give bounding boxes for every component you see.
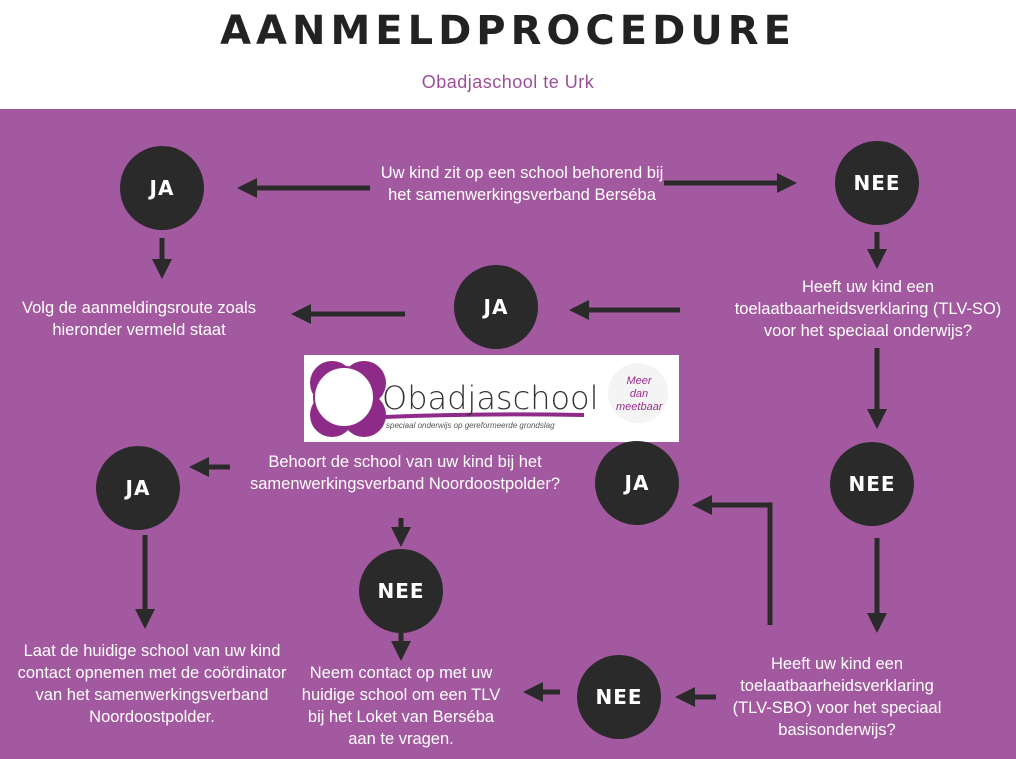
logo-badge: Meer dan meetbaar (616, 375, 663, 413)
result-request-tlv: Neem contact op met uw huidige school om… (301, 664, 501, 748)
question-noordoostpolder: Behoort de school van uw kind bij het sa… (249, 453, 560, 493)
result-follow-route: Volg de aanmeldingsroute zoals hieronder… (22, 299, 256, 339)
yes-node: JA (595, 441, 679, 525)
yes-node: JA (96, 446, 180, 530)
no-node: NEE (359, 549, 443, 633)
question-berseba: Uw kind zit op een school behorend bij h… (380, 164, 664, 204)
no-node: NEE (577, 655, 661, 739)
logo-tagline: speciaal onderwijs op gereformeerde gron… (386, 421, 555, 430)
yes-node: JA (120, 146, 204, 230)
result-contact-coordinator: Laat de huidige school van uw kind conta… (17, 642, 287, 726)
question-tlv-sbo: Heeft uw kind een toelaatbaarheidsverkla… (732, 655, 942, 739)
no-node: NEE (830, 442, 914, 526)
obadjaschool-logo: Obadjaschool speciaal onderwijs op geref… (304, 355, 679, 442)
yes-node: JA (454, 265, 538, 349)
page-subtitle: Obadjaschool te Urk (421, 72, 595, 92)
no-node: NEE (835, 141, 919, 225)
page-title: AANMELDPROCEDURE (220, 8, 796, 54)
arrow (692, 495, 773, 625)
logo-name: Obadjaschool (382, 379, 599, 417)
question-tlv-so: Heeft uw kind een toelaatbaarheidsverkla… (734, 278, 1002, 340)
